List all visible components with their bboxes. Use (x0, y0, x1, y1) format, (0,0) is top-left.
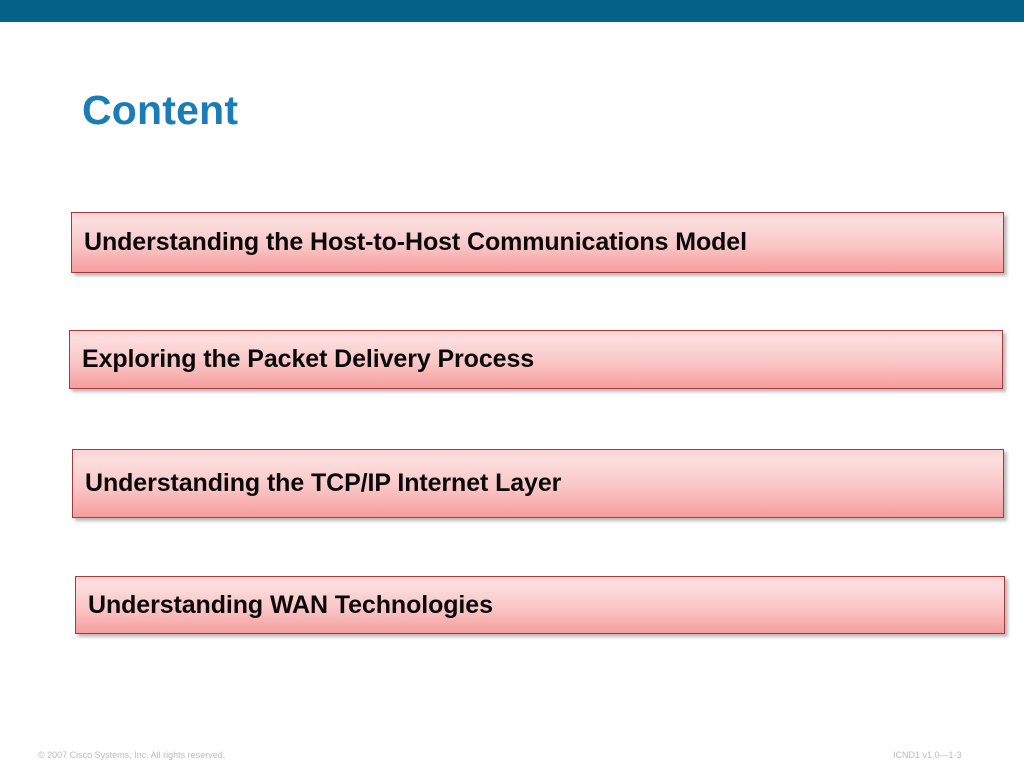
content-box-4[interactable]: Understanding WAN Technologies (75, 576, 1005, 634)
content-box-1[interactable]: Understanding the Host-to-Host Communica… (71, 212, 1004, 273)
page-title: Content (82, 87, 239, 133)
footer-course-code: ICND1 v1.0—1-3 (893, 750, 962, 760)
top-blue-band (0, 0, 1024, 22)
content-box-2[interactable]: Exploring the Packet Delivery Process (69, 330, 1003, 389)
content-box-3[interactable]: Understanding the TCP/IP Internet Layer (72, 449, 1004, 518)
content-box-4-label: Understanding WAN Technologies (88, 590, 493, 619)
content-box-3-label: Understanding the TCP/IP Internet Layer (85, 469, 562, 497)
content-box-1-label: Understanding the Host-to-Host Communica… (84, 228, 747, 256)
content-box-2-label: Exploring the Packet Delivery Process (82, 345, 535, 373)
footer-copyright: © 2007 Cisco Systems, Inc. All rights re… (38, 750, 226, 760)
